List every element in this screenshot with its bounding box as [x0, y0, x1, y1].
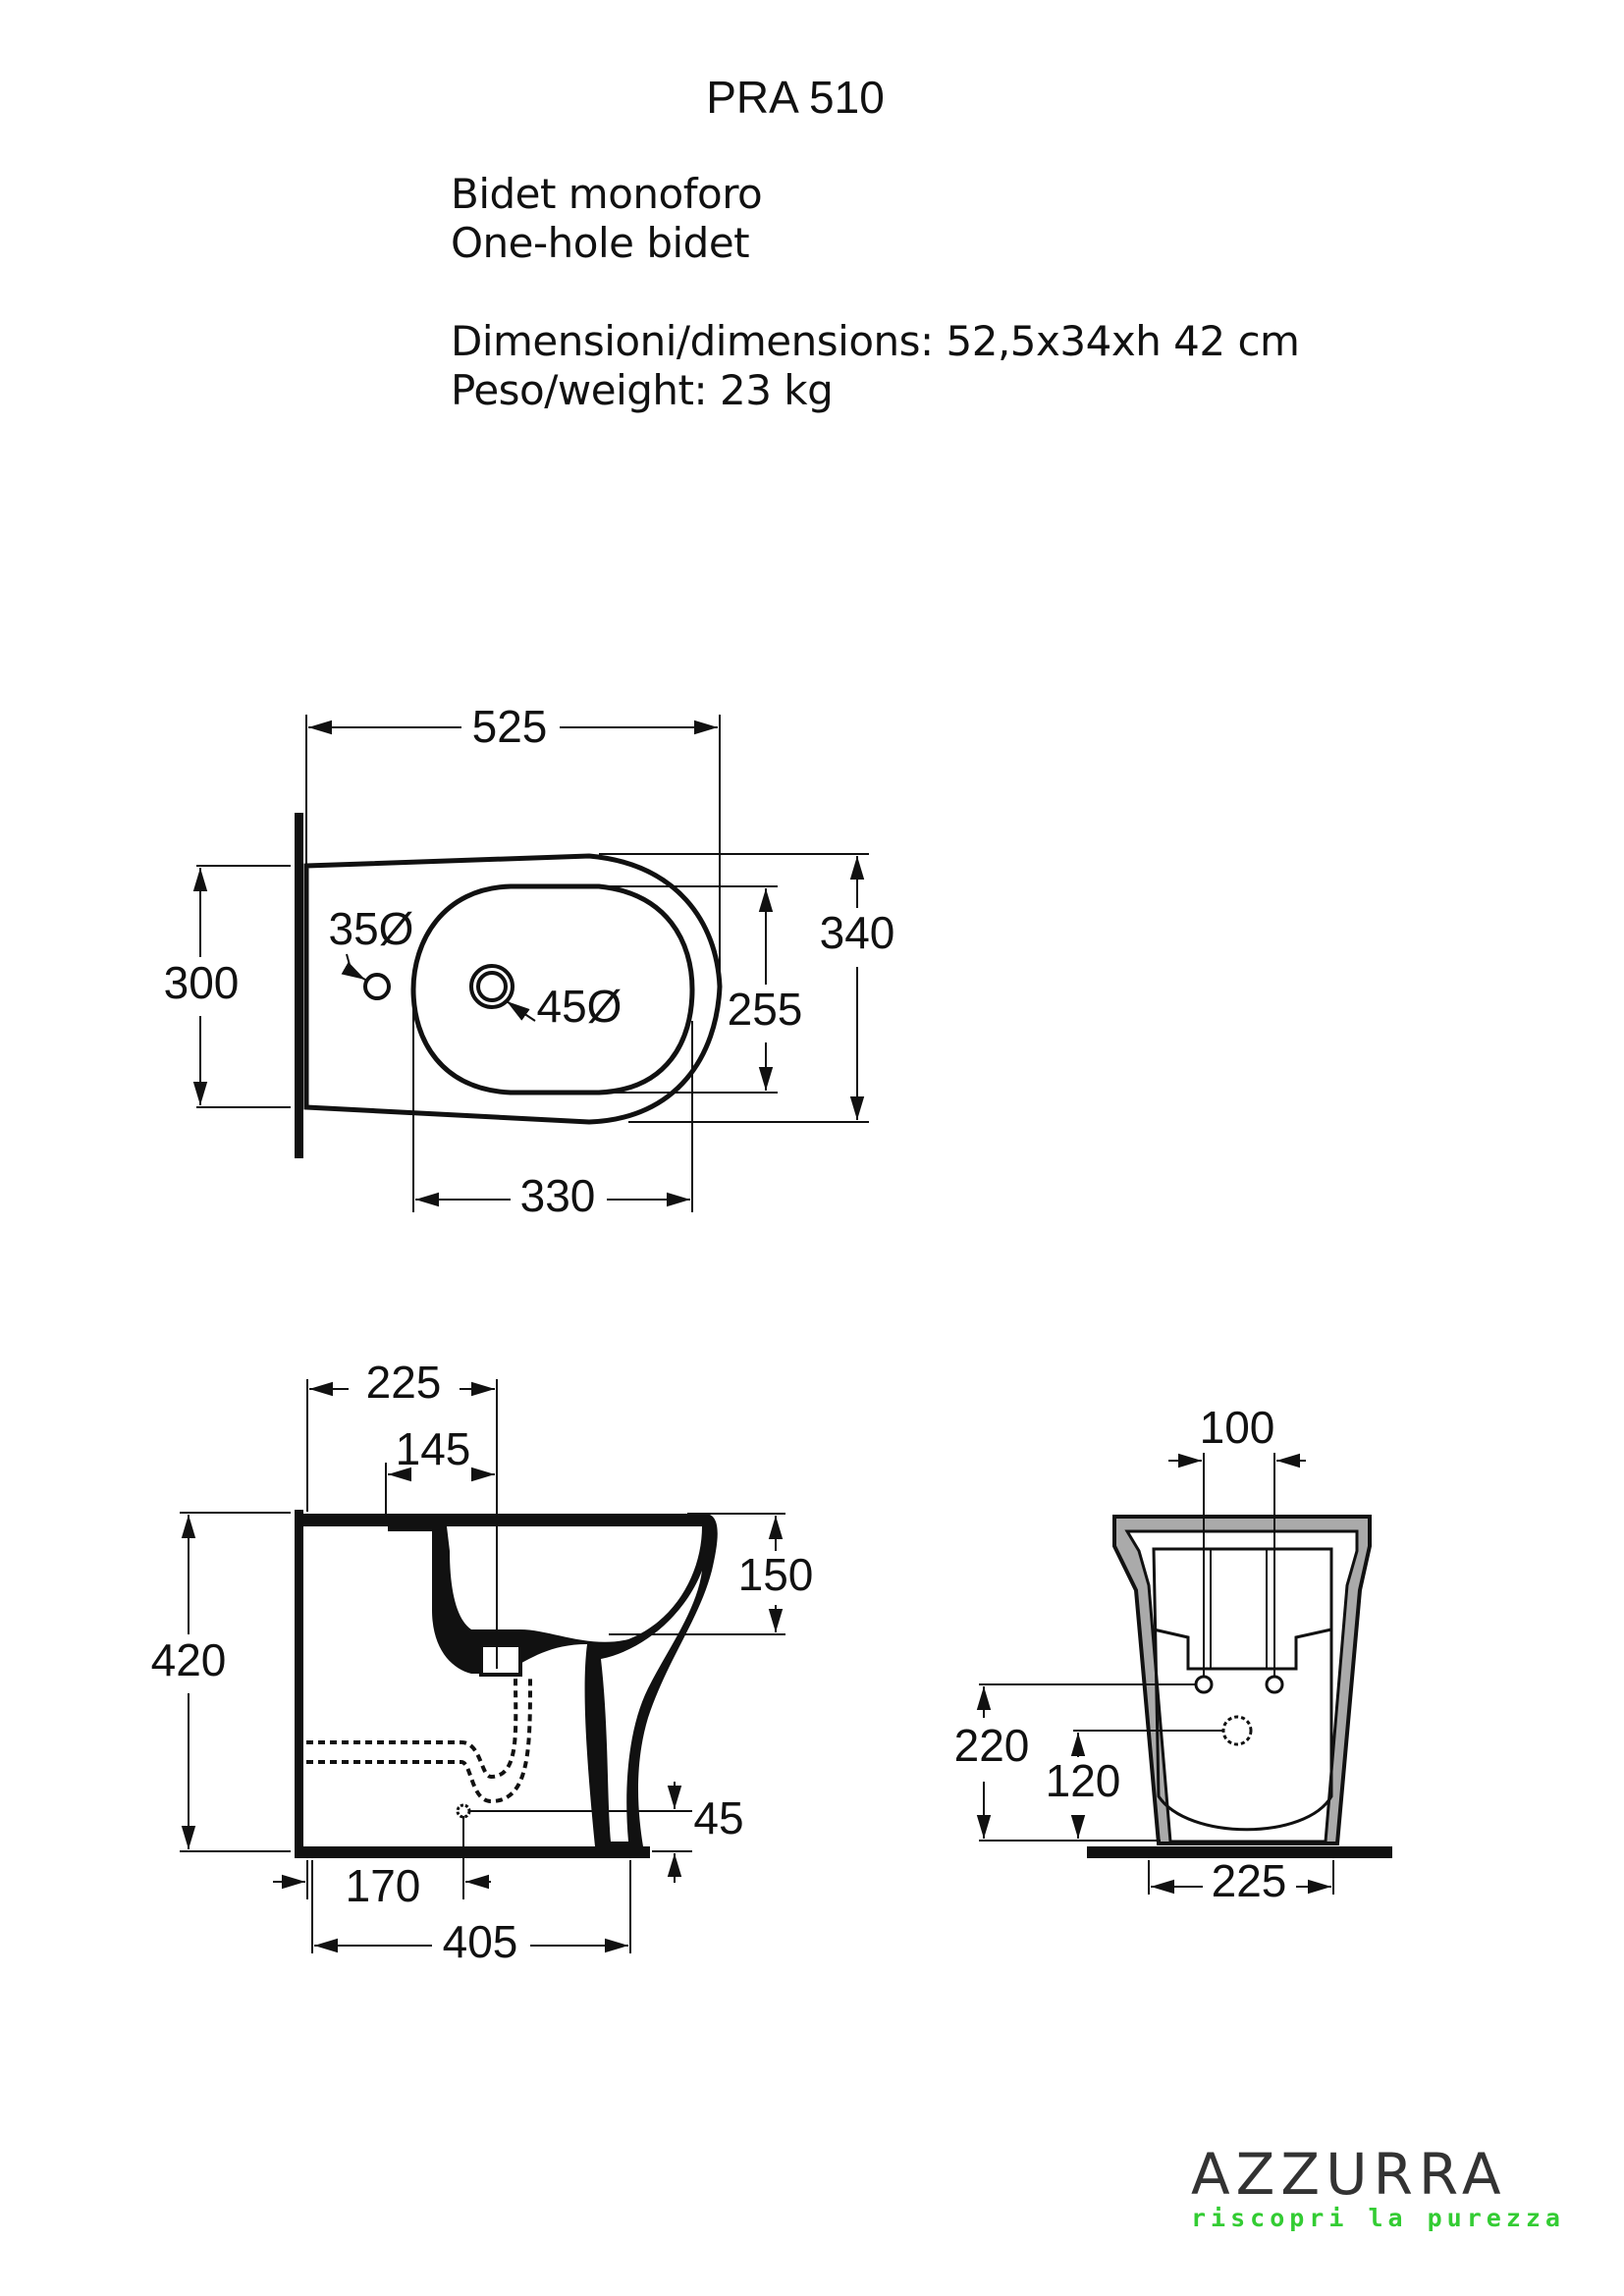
dim-drain-height: 120: [1046, 1755, 1121, 1806]
dim-width: 525: [472, 701, 548, 752]
dim-wall-depth: 300: [164, 957, 240, 1008]
side-view: 420 225 145 150 45 170 405: [151, 1357, 814, 1967]
dim-total-depth: 340: [820, 907, 895, 958]
dim-supply-height: 220: [954, 1720, 1030, 1771]
weight-text: Peso/weight: 23 kg: [451, 366, 834, 414]
bidet-outline: [303, 853, 723, 1125]
brand-logo: AZZURRA riscopri la purezza: [1191, 2145, 1565, 2233]
product-name-en: One-hole bidet: [451, 219, 750, 267]
tap-hole: [363, 973, 391, 1000]
brand-tagline: riscopri la purezza: [1191, 2204, 1565, 2232]
product-name-it: Bidet monoforo: [451, 170, 763, 218]
floor-drain: [456, 1803, 471, 1819]
drain-pipe: [306, 1676, 532, 1804]
dim-tap-to-drain: 145: [396, 1423, 471, 1474]
dimensions-text: Dimensioni/dimensions: 52,5x34xh 42 cm: [451, 317, 1300, 365]
drain-outer: [469, 964, 514, 1009]
dim-supply-spacing: 100: [1200, 1402, 1275, 1453]
drain-inner: [476, 971, 508, 1002]
floor-line: [1087, 1846, 1392, 1858]
dim-height: 420: [151, 1634, 227, 1685]
drain-hole: [1221, 1715, 1253, 1746]
wall-line: [295, 813, 303, 1158]
dim-tap-hole: 35Ø: [329, 903, 414, 954]
dim-tap-offset: 225: [366, 1357, 442, 1408]
floor-line: [295, 1846, 650, 1858]
brand-name: AZZURRA: [1191, 2141, 1507, 2208]
front-view: 100 220 120 225: [954, 1402, 1392, 1906]
dim-floor-drain-height: 45: [693, 1792, 743, 1843]
model-title: PRA 510: [706, 72, 885, 123]
dim-base-length: 405: [443, 1916, 518, 1967]
top-view: 525 300 340 255 330 35Ø 45Ø: [164, 701, 895, 1221]
dim-base-width: 225: [1212, 1855, 1287, 1906]
dim-bowl-depth: 150: [738, 1549, 814, 1600]
wall-line: [295, 1510, 303, 1858]
dim-bowl-length: 330: [520, 1170, 596, 1221]
dim-floor-drain-offset: 170: [346, 1860, 421, 1911]
dim-bowl-depth: 255: [728, 984, 803, 1035]
dim-drain-hole: 45Ø: [537, 981, 623, 1032]
